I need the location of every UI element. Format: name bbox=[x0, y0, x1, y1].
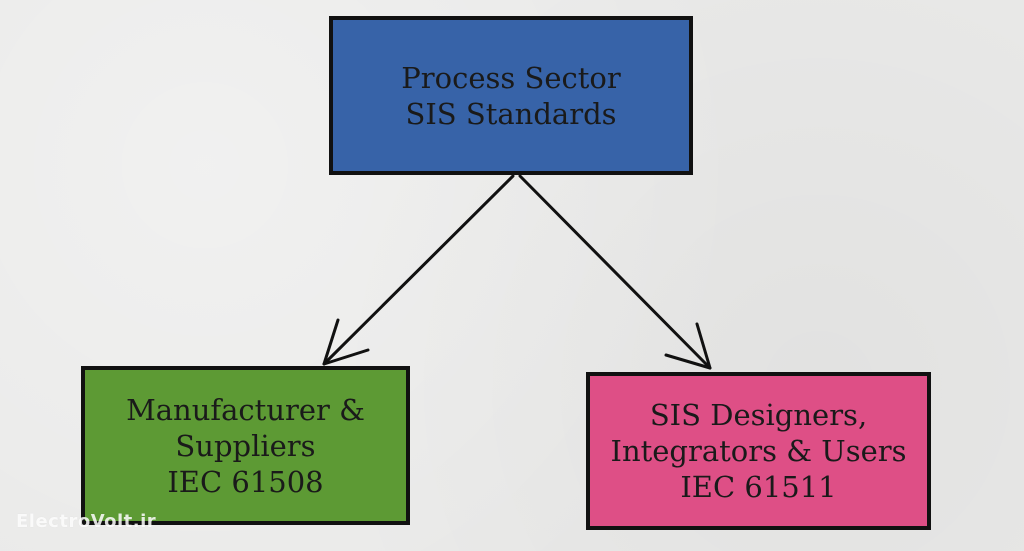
watermark: ElectroVolt.ir bbox=[16, 511, 157, 532]
box-right-line-2: Integrators & Users bbox=[610, 434, 907, 468]
process-sector-sis-standards-box: Process Sector SIS Standards bbox=[329, 16, 693, 175]
box-top-line-1: Process Sector bbox=[401, 60, 621, 95]
box-right-line-3: IEC 61511 bbox=[680, 470, 837, 504]
box-right-line-1: SIS Designers, bbox=[649, 398, 868, 432]
box-left-line-2: Suppliers bbox=[175, 428, 316, 463]
box-top-line-2: SIS Standards bbox=[405, 96, 617, 131]
box-left-line-1: Manufacturer & bbox=[126, 392, 365, 427]
manufacturer-suppliers-box: Manufacturer & Suppliers IEC 61508 bbox=[81, 366, 410, 525]
arrow-top-to-left bbox=[322, 174, 515, 366]
arrow-top-to-right bbox=[518, 174, 712, 370]
sis-designers-integrators-users-box: SIS Designers, Integrators & Users IEC 6… bbox=[586, 372, 931, 530]
box-left-line-3: IEC 61508 bbox=[167, 464, 324, 499]
